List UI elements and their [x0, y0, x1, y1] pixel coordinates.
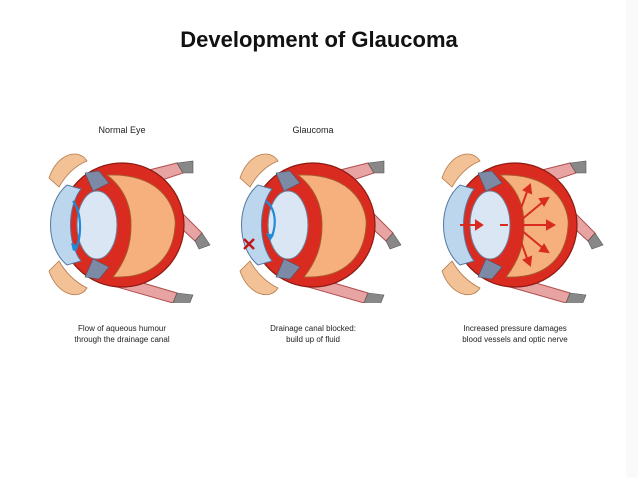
- caption-glaucoma: Drainage canal blocked: build up of flui…: [213, 323, 413, 345]
- caption-normal-eye: Flow of aqueous humour through the drain…: [22, 323, 222, 345]
- pressure-eye-illustration: [441, 153, 604, 303]
- panel-label: Glaucoma: [292, 125, 334, 135]
- caption-line: build up of fluid: [286, 335, 340, 344]
- diagram-title: Development of Glaucoma: [180, 27, 458, 52]
- normal-eye-illustration: [48, 153, 211, 303]
- glaucoma-eye-illustration: [239, 153, 402, 303]
- page-edge: [626, 0, 638, 478]
- caption-line: through the drainage canal: [74, 335, 170, 344]
- caption-line: Increased pressure damages: [463, 324, 567, 333]
- pressure-arrows: [460, 183, 557, 267]
- caption-increased-pressure: Increased pressure damages blood vessels…: [415, 323, 615, 345]
- caption-line: blood vessels and optic nerve: [462, 335, 568, 344]
- panel-label: Normal Eye: [98, 125, 146, 135]
- caption-line: Drainage canal blocked:: [270, 324, 356, 333]
- caption-line: Flow of aqueous humour: [77, 324, 167, 333]
- blockage-x-icon: [243, 238, 255, 250]
